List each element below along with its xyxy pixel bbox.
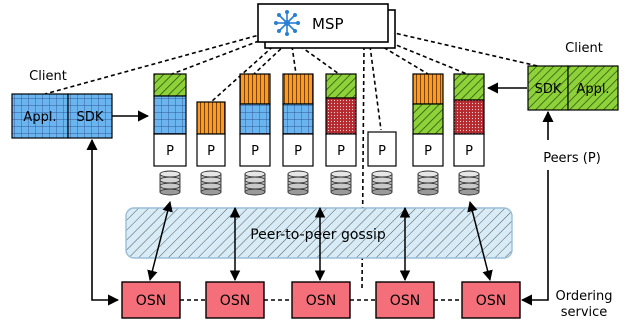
client-right-sdk: SDK xyxy=(535,82,562,97)
osn-node-2: OSN xyxy=(205,281,265,319)
peer-label: P xyxy=(465,144,473,159)
peer-label: P xyxy=(424,144,432,159)
peer-label: P xyxy=(166,144,174,159)
ordering-legend-line2: service xyxy=(561,305,608,320)
peer-column-6: P xyxy=(367,131,397,167)
peer-column-3: P xyxy=(239,73,271,167)
osn-label: OSN xyxy=(220,293,250,309)
database-icon xyxy=(287,170,309,196)
database-icon xyxy=(330,170,352,196)
osn-node-5: OSN xyxy=(461,281,521,319)
peer-node xyxy=(153,133,187,167)
network-icon xyxy=(274,10,300,36)
osn-node-1: OSN xyxy=(121,281,181,319)
peer-label: P xyxy=(337,144,345,159)
gossip-label: Peer-to-peer gossip xyxy=(250,227,386,243)
database-icon xyxy=(244,170,266,196)
msp-node: MSP xyxy=(257,3,396,49)
client-right: Client SDK Appl. xyxy=(527,41,619,111)
peer-column-4: P xyxy=(282,73,314,167)
client-left-osn-arrow xyxy=(86,138,120,306)
osn-node-4: OSN xyxy=(375,281,435,319)
osn-label: OSN xyxy=(476,293,506,309)
msp-label: MSP xyxy=(312,15,344,33)
peer-node xyxy=(367,131,397,167)
peer-column-7: P xyxy=(412,73,444,167)
client-left: Client Appl. SDK xyxy=(11,69,113,139)
peer-node xyxy=(412,133,444,167)
osn-label: OSN xyxy=(390,293,420,309)
peer-label: P xyxy=(294,144,302,159)
database-icon xyxy=(371,170,393,196)
client-left-title: Client xyxy=(29,69,67,84)
osn-node-3: OSN xyxy=(291,281,351,319)
gossip-region: Peer-to-peer gossip xyxy=(125,207,513,259)
peer-column-8: P xyxy=(453,73,485,167)
peers-legend: Peers (P) xyxy=(543,151,601,166)
peer-node xyxy=(196,133,226,167)
peer-node xyxy=(453,133,485,167)
peer-column-2: P xyxy=(196,101,226,167)
peer-label: P xyxy=(378,144,386,159)
database-icon xyxy=(200,170,222,196)
client-left-app: Appl. xyxy=(23,110,56,125)
osn-label: OSN xyxy=(306,293,336,309)
peer-node xyxy=(239,133,271,167)
client-right-title: Client xyxy=(565,41,603,56)
database-icon xyxy=(417,170,439,196)
peer-label: P xyxy=(251,144,259,159)
client-left-sdk: SDK xyxy=(77,110,104,125)
ordering-legend-line1: Ordering xyxy=(555,289,612,304)
peer-node xyxy=(282,133,314,167)
client-right-app: Appl. xyxy=(576,82,609,97)
osn-label: OSN xyxy=(136,293,166,309)
peer-node xyxy=(325,133,357,167)
database-icon xyxy=(159,170,181,196)
peer-osn-arrows xyxy=(147,200,493,282)
peer-column-5: P xyxy=(325,73,357,167)
peer-column-1: P xyxy=(153,73,187,167)
database-icon xyxy=(458,170,480,196)
client-right-osn-arrow xyxy=(520,170,549,306)
ledger-storage xyxy=(159,170,480,196)
peer-label: P xyxy=(207,144,215,159)
